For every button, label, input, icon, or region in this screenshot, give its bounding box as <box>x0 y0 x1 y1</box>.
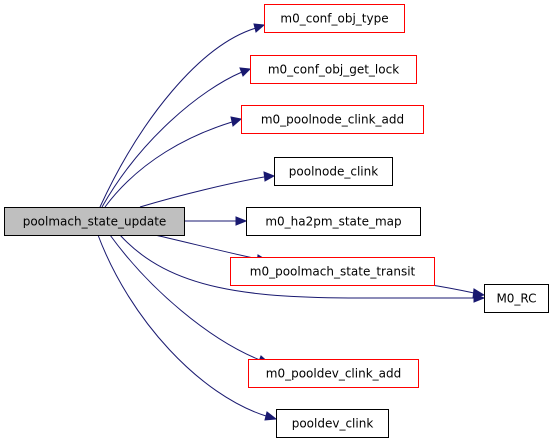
node-n8-label: m0_pooldev_clink_add <box>266 367 401 381</box>
edges <box>97 27 475 417</box>
edge-root-to-n7 <box>119 234 474 299</box>
node-root-label: poolmach_state_update <box>23 215 167 229</box>
node-m0-ha2pm-state-map[interactable]: m0_ha2pm_state_map <box>246 207 421 236</box>
node-n1-label: m0_conf_obj_type <box>280 12 388 26</box>
edge-root-to-n1 <box>99 27 257 208</box>
node-n4-box <box>274 157 393 186</box>
node-root[interactable]: poolmach_state_update <box>4 207 185 236</box>
node-n5-label: m0_ha2pm_state_map <box>265 215 401 229</box>
node-m0-rc[interactable]: M0_RC <box>484 284 549 313</box>
node-root-box <box>4 207 185 236</box>
node-m0-poolnode-clink-add[interactable]: m0_poolnode_clink_add <box>241 105 424 134</box>
node-n3-label: m0_poolnode_clink_add <box>261 113 404 127</box>
arrowhead-n5 <box>235 216 248 226</box>
edge-root-to-n8 <box>109 234 261 361</box>
edge-root-to-n2 <box>101 71 243 208</box>
node-pooldev-clink[interactable]: pooldev_clink <box>276 409 389 438</box>
edge-root-to-n6 <box>154 234 259 260</box>
arrowhead-n3 <box>230 116 243 127</box>
node-m0-pooldev-clink-add[interactable]: m0_pooldev_clink_add <box>248 359 419 388</box>
node-n3-box <box>241 105 424 134</box>
node-n6-label: m0_poolmach_state_transit <box>250 265 416 279</box>
node-n7-box <box>484 284 549 313</box>
node-n2-label: m0_conf_obj_get_lock <box>268 63 399 77</box>
edge-root-to-n9 <box>97 234 267 417</box>
node-n6-box <box>230 257 435 286</box>
node-m0-conf-obj-type[interactable]: m0_conf_obj_type <box>264 4 405 33</box>
arrowhead-n9 <box>264 411 278 421</box>
arrowhead-n7b <box>472 288 486 299</box>
edge-root-to-n3 <box>104 121 233 208</box>
node-n8-box <box>248 359 419 388</box>
arrowhead-n2 <box>239 67 252 77</box>
node-n1-box <box>264 4 405 33</box>
node-n5-box <box>246 207 421 236</box>
node-m0-conf-obj-get-lock[interactable]: m0_conf_obj_get_lock <box>250 55 417 84</box>
edge-root-to-n4 <box>139 176 265 208</box>
node-poolnode-clink[interactable]: poolnode_clink <box>274 157 393 186</box>
node-n9-label: pooldev_clink <box>292 417 374 431</box>
node-n9-box <box>276 409 389 438</box>
node-m0-poolmach-state-transit[interactable]: m0_poolmach_state_transit <box>230 257 435 286</box>
node-n2-box <box>250 55 417 84</box>
arrowhead-n4 <box>263 171 276 182</box>
node-n4-label: poolnode_clink <box>289 165 378 179</box>
node-n7-label: M0_RC <box>496 292 536 306</box>
arrowhead-n1 <box>253 23 266 33</box>
